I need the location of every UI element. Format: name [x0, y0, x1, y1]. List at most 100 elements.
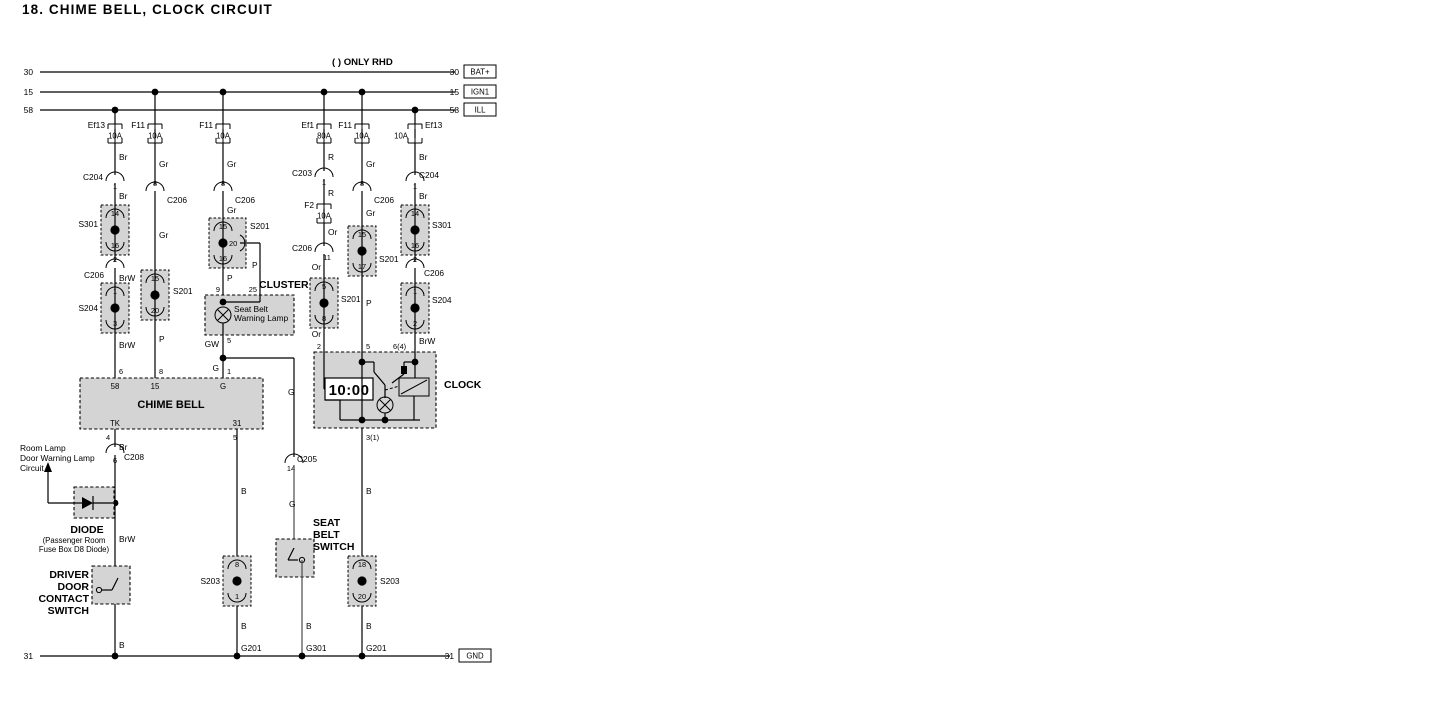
ground-name-2: G201	[366, 643, 387, 653]
fuse-name-1: F11	[131, 120, 145, 130]
lamp-label-1: Seat Belt	[234, 304, 269, 314]
terminal-box-bat	[463, 64, 497, 79]
splice-name-s201-b: S201	[250, 221, 270, 231]
diode-sub-1: (Passenger Room	[43, 536, 106, 545]
chime-bell-box	[79, 377, 264, 430]
splice-name-s204-a: S204	[78, 303, 98, 313]
terminal-label-ill: ILL	[475, 106, 487, 115]
wire-color: Or	[312, 329, 322, 339]
terminal-box-ill	[463, 102, 497, 117]
wire-color: Gr	[366, 208, 376, 218]
rail-right-num-15: 15	[450, 87, 460, 97]
junction-dot	[219, 88, 227, 96]
fuse-name-0: Ef13	[88, 120, 106, 130]
wire-color: G	[289, 499, 296, 509]
connector-name-9: C208	[124, 452, 144, 462]
splice-pin-top: 18	[358, 560, 366, 569]
terminal-box-ign1	[463, 84, 497, 99]
fuse-name-3: Ef1	[301, 120, 314, 130]
junction-dot	[381, 416, 389, 424]
clock-pin-31: 3(1)	[366, 433, 379, 442]
connector-pin-4: 8	[360, 179, 364, 188]
connector-pin-8: 2	[413, 255, 417, 264]
connector-name-3: C203	[292, 168, 312, 178]
ground-name-0: G201	[241, 643, 262, 653]
wire-color: G	[212, 363, 219, 373]
sbs-line-2: BELT	[313, 529, 340, 541]
wire-color: BrW	[119, 534, 135, 544]
connector-name-5: C204	[419, 170, 439, 180]
gnd-right-num: 31	[445, 651, 455, 661]
sbs-line-3: SWITCH	[313, 541, 354, 553]
diode-icon	[82, 497, 93, 509]
ddcs-line-1: DRIVER	[49, 569, 89, 581]
wire-color: P	[227, 273, 233, 283]
junction-dot	[358, 416, 366, 424]
room-lamp-note-3: Circuit	[20, 463, 44, 473]
fuse-name-6: F2	[304, 200, 314, 210]
fuse-name-2: F11	[199, 120, 213, 130]
connector-name-10: C205	[297, 454, 317, 464]
junction-dot	[151, 88, 159, 96]
clock-pin-5: 5	[366, 342, 370, 351]
seat-belt-switch-box	[275, 538, 315, 578]
splice-s203-left: B 8 1 S203 B G201	[200, 486, 262, 660]
connector-name-6: C206	[84, 270, 104, 280]
connector-pin-10: 14	[287, 464, 295, 473]
junction-dot	[358, 652, 366, 660]
junction-dot	[320, 88, 328, 96]
gnd-left-num: 31	[24, 651, 34, 661]
wire-color: R	[328, 188, 334, 198]
fuse-rating-1: 10A	[148, 132, 163, 141]
wire-color: B	[119, 640, 125, 650]
wire-color: Br	[419, 191, 428, 201]
splice-pin-bottom: 20	[358, 592, 366, 601]
wire-color: Br	[119, 442, 128, 452]
ddcs-line-4: SWITCH	[48, 605, 89, 617]
splice-name-s201-c: S201	[341, 294, 361, 304]
wire-color: Or	[328, 227, 338, 237]
driver-door-switch-box	[91, 565, 131, 605]
rail-right-num-58: 58	[450, 105, 460, 115]
column-ef1: Ef1 80A R C203 1 R F2 10A Or C206 11 Or	[292, 88, 361, 352]
wire-color: P	[366, 298, 372, 308]
fuse-name-5: Ef13	[425, 120, 443, 130]
module-diode-branch: Br C208 6 Room Lamp Door Warning Lamp Ci…	[20, 442, 144, 660]
connector-pin-6: 2	[113, 255, 117, 264]
wire-color: Gr	[366, 159, 376, 169]
junction-dot	[298, 652, 306, 660]
connector-name-7: C206	[292, 243, 312, 253]
fuse-rating-3: 80A	[317, 132, 332, 141]
module-seat-belt-switch: C205 14 G SEAT BELT SWITCH B G301	[275, 430, 354, 660]
wire-color: Gr	[159, 159, 169, 169]
arrow-up-icon	[44, 462, 52, 472]
wire-color: BrW	[119, 340, 135, 350]
chime-pin-31: 31	[233, 419, 242, 428]
chime-wire-pin-6: 6	[119, 367, 123, 376]
chime-pin-15: 15	[151, 382, 160, 391]
wire-color: P	[252, 260, 258, 270]
chime-pin-g: G	[220, 382, 226, 391]
terminal-label-ign1: IGN1	[471, 88, 489, 97]
splice-dot	[232, 576, 242, 586]
wire-color: B	[366, 621, 372, 631]
column-f11-b: F11 10A Gr 8 C206 Gr 15 16 20 S201 P	[199, 88, 270, 295]
junction-dot	[358, 88, 366, 96]
fuse-rating-6: 10A	[317, 212, 332, 221]
splice-name-s203-b: S203	[380, 576, 400, 586]
splice-branch-pin: 20	[229, 239, 237, 248]
column-f11-a: F11 10A Gr 8 C206 Gr 15 20 S201 P 8	[131, 88, 193, 378]
wire-color: BrW	[119, 273, 135, 283]
splice-pin-top: 8	[235, 560, 239, 569]
chime-wire-pin-5: 5	[233, 433, 237, 442]
fuse-rating-0: 10A	[108, 132, 123, 141]
rail-left-num-58: 58	[24, 105, 34, 115]
connector-pin-1: 8	[153, 179, 157, 188]
rail-left-num-15: 15	[24, 87, 34, 97]
splice-name-s301-a: S301	[78, 219, 98, 229]
splice-name-s203-a: S203	[200, 576, 220, 586]
chime-wire-pin-8: 8	[159, 367, 163, 376]
cluster-label: CLUSTER	[259, 279, 309, 291]
clock-label: CLOCK	[444, 379, 482, 391]
